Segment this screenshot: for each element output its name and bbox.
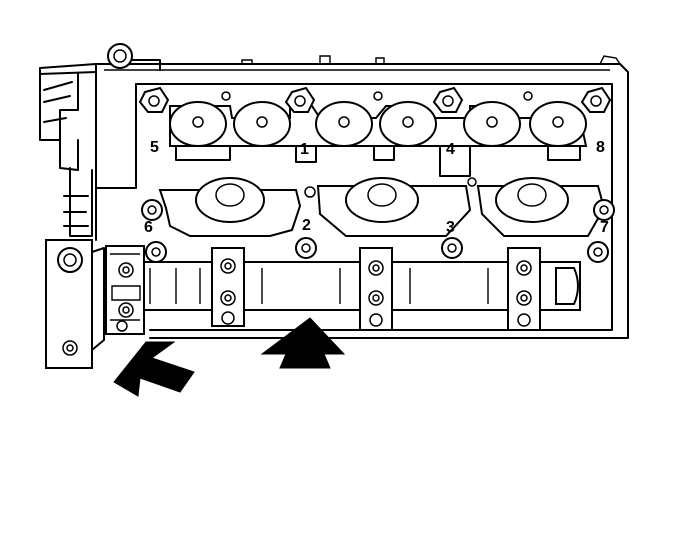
front-end-cover	[45, 239, 145, 369]
camshaft-assembly	[139, 247, 581, 331]
bolt-label-2: 2	[302, 217, 311, 234]
head-bolts	[138, 86, 615, 293]
bolt-label-1: 1	[300, 141, 309, 158]
bearing-cap-1	[211, 247, 245, 327]
bolt-label-7: 7	[600, 219, 609, 236]
bolt-label-3: 3	[446, 219, 455, 236]
bolt-label-8: 8	[596, 139, 605, 156]
bearing-cap-2	[359, 247, 393, 331]
bearing-cap-3	[507, 247, 541, 331]
bolt-label-4: 4	[446, 141, 455, 158]
indicator-arrows	[113, 317, 346, 397]
bolt-labels: 5 1 4 8 6 2 3 7	[144, 139, 609, 236]
lifter-bores	[169, 101, 588, 177]
bolt-label-6: 6	[144, 219, 153, 236]
combustion-chambers	[158, 177, 606, 237]
head-outline	[95, 43, 629, 339]
arrow-up-icon	[260, 317, 346, 369]
bolt-label-5: 5	[150, 139, 159, 156]
arrow-up-right-icon	[113, 341, 195, 397]
left-housing	[39, 63, 137, 237]
